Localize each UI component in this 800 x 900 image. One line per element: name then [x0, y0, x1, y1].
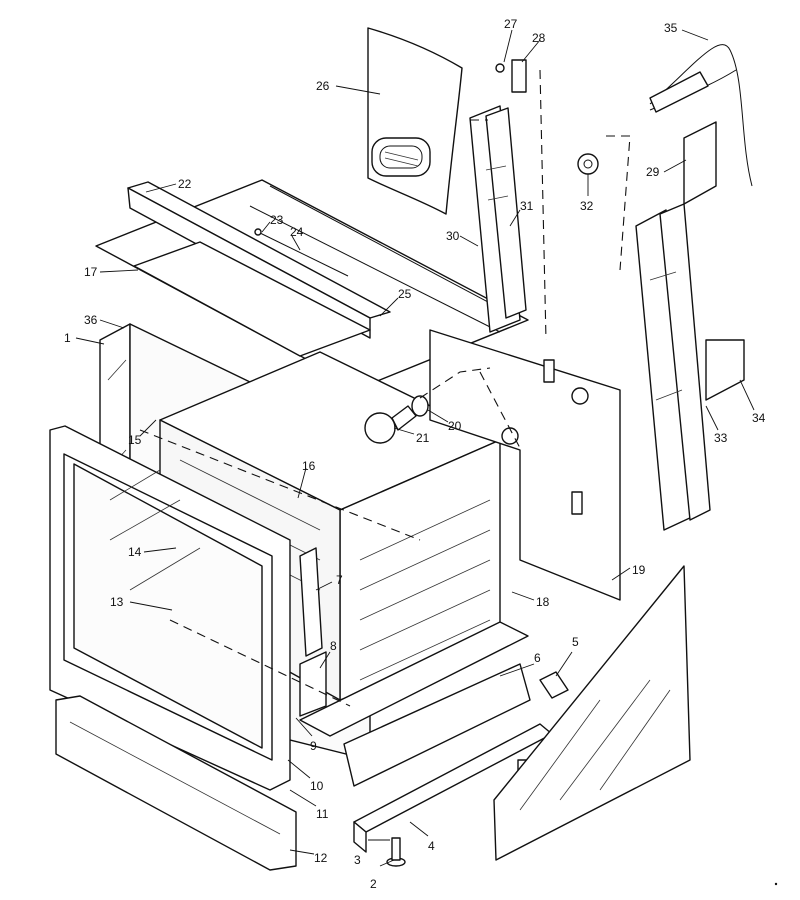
right-side-panel: [493, 565, 691, 861]
part-21-light-bulb: [364, 405, 417, 444]
callout-33: 33: [714, 431, 728, 445]
callout-10: 10: [310, 779, 324, 793]
part-35-wire-harness: [649, 44, 753, 187]
part-28-bracket: [511, 59, 527, 93]
assembly-lines: [139, 69, 631, 707]
part-29-cover: [683, 121, 717, 205]
callout-30: 30: [446, 229, 460, 243]
part-7-side-rail: [299, 547, 323, 657]
callout-1: 1: [64, 331, 71, 345]
callout-22: 22: [178, 177, 192, 191]
part-20-lamp-socket: [411, 395, 429, 417]
part-24-rod: [254, 228, 349, 277]
leader-lines: [75, 29, 755, 867]
part-33-side-channel: [635, 203, 711, 531]
callout-11: 11: [316, 807, 329, 821]
callout-23: 23: [270, 213, 284, 227]
callout-25: 25: [398, 287, 412, 301]
callout-14: 14: [128, 545, 142, 559]
callout-16: 16: [302, 459, 316, 473]
part-34-bracket: [705, 339, 745, 401]
callout-19: 19: [632, 563, 646, 577]
callout-29: 29: [646, 165, 660, 179]
part-6-drawer-panel: [299, 621, 531, 787]
callout-labels: 1 2 3 4 5 6 7 8 9 10 11 12 13 14 15 16 1…: [64, 17, 766, 891]
callout-9: 9: [310, 739, 317, 753]
callout-8: 8: [330, 639, 337, 653]
callout-21: 21: [416, 431, 430, 445]
callout-31: 31: [520, 199, 534, 213]
callout-12: 12: [314, 851, 328, 865]
part-12-kick-plate: [55, 695, 297, 871]
callout-5: 5: [572, 635, 579, 649]
callout-17: 17: [84, 265, 98, 279]
callout-6: 6: [534, 651, 541, 665]
part-32-thermostat: [577, 153, 599, 175]
part-19-back-panel: [429, 329, 621, 601]
corner-mark: [774, 882, 778, 886]
callout-18: 18: [536, 595, 550, 609]
callout-28: 28: [532, 31, 546, 45]
callout-24: 24: [290, 225, 304, 239]
part-17-inner-panel: [133, 241, 371, 357]
callout-27: 27: [504, 17, 518, 31]
callout-35: 35: [664, 21, 678, 35]
callout-3: 3: [354, 853, 361, 867]
callout-4: 4: [428, 839, 435, 853]
part-2-leveling-foot: [386, 837, 406, 867]
callout-15: 15: [128, 433, 142, 447]
callout-34: 34: [752, 411, 766, 425]
part-27-screw: [495, 63, 505, 73]
callout-26: 26: [316, 79, 330, 93]
callout-7: 7: [336, 573, 343, 587]
part-30-31-rear-channels: [469, 105, 527, 333]
oven-front-frame: [49, 425, 291, 791]
part-26-insulation-blanket: [367, 27, 463, 215]
part-8-hinge-receiver: [299, 651, 327, 717]
callout-36: 36: [84, 313, 98, 327]
callout-20: 20: [448, 419, 462, 433]
callout-2: 2: [370, 877, 377, 891]
callout-32: 32: [580, 199, 594, 213]
callout-13: 13: [110, 595, 124, 609]
part-5-bracket: [539, 671, 569, 699]
